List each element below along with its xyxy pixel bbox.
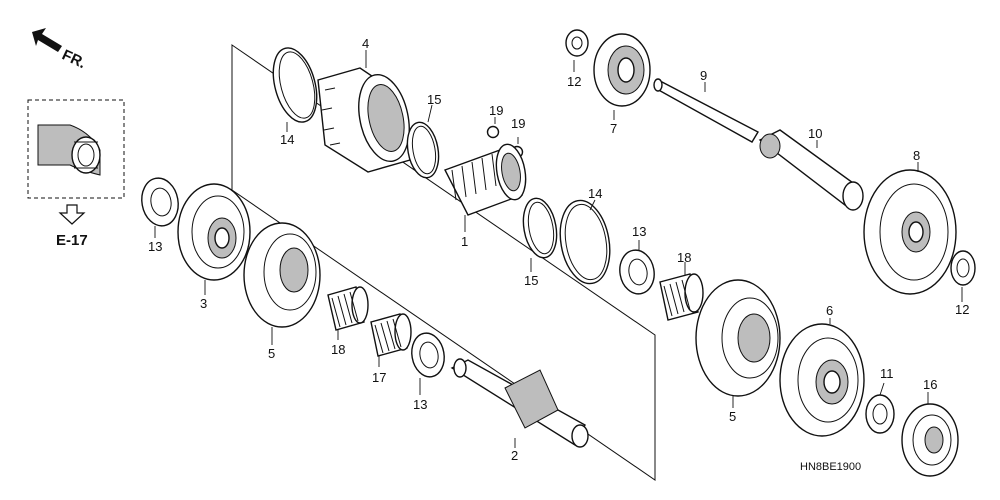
part-9-shaft <box>653 78 759 143</box>
callout-11: 11 <box>880 366 894 381</box>
part-19-ball-a <box>486 125 500 139</box>
callout-14-upper: 14 <box>280 132 294 147</box>
callout-18-left: 18 <box>331 342 345 357</box>
part-18-needle-bearing-left <box>327 286 369 331</box>
part-2-mainshaft <box>450 358 589 448</box>
callout-19-right: 19 <box>511 116 525 131</box>
callout-13-lower: 13 <box>413 397 427 412</box>
part-13-washer-mid <box>619 249 655 295</box>
part-15-clip-upper <box>406 121 440 179</box>
part-13-washer-left <box>141 177 179 227</box>
front-arrow-icon: FR. <box>32 28 88 72</box>
callout-9: 9 <box>700 68 707 83</box>
part-5-hub-right <box>695 279 781 397</box>
part-7-gear-small <box>593 33 651 107</box>
part-5-hub-left <box>243 222 321 328</box>
callout-5-left: 5 <box>268 346 275 361</box>
callout-2: 2 <box>511 448 518 463</box>
part-14-snap-ring-upper <box>272 47 318 123</box>
part-18-needle-bearing-right <box>659 273 704 321</box>
part-13-washer-lower <box>411 332 445 378</box>
part-12-washer-right <box>950 250 976 286</box>
callout-17: 17 <box>372 370 386 385</box>
callout-1: 1 <box>461 234 468 249</box>
part-11-washer <box>865 394 895 434</box>
part-4-gear-housing <box>317 67 411 173</box>
callout-7: 7 <box>610 121 617 136</box>
reference-arrow-icon <box>58 204 86 225</box>
callout-6: 6 <box>826 303 833 318</box>
callout-10: 10 <box>808 126 822 141</box>
part-17-needle-bearing <box>370 313 412 357</box>
part-1-cage <box>444 143 527 216</box>
leader-lines <box>154 50 963 448</box>
reference-inset <box>27 99 125 199</box>
part-14-snap-ring-lower <box>559 199 611 285</box>
callout-18-right: 18 <box>677 250 691 265</box>
part-3-gear-left <box>177 183 251 281</box>
callout-14-lower: 14 <box>588 186 602 201</box>
callout-12-top: 12 <box>567 74 581 89</box>
front-indicator-text: FR. <box>59 46 88 72</box>
callout-15-lower: 15 <box>524 273 538 288</box>
assembly-frame <box>231 44 656 481</box>
callout-13-mid: 13 <box>632 224 646 239</box>
callout-12-right: 12 <box>955 302 969 317</box>
part-6-gear-right <box>779 323 865 437</box>
callout-5-right: 5 <box>729 409 736 424</box>
callout-13-left: 13 <box>148 239 162 254</box>
part-16-ball-bearing <box>901 403 959 477</box>
callout-16: 16 <box>923 377 937 392</box>
part-15-clip-lower <box>522 197 558 259</box>
callout-3: 3 <box>200 296 207 311</box>
reference-label: E-17 <box>56 232 88 249</box>
part-12-washer-top <box>565 29 589 57</box>
part-10-countershaft <box>758 129 864 211</box>
diagram-code: HN8BE1900 <box>800 461 861 473</box>
callout-4: 4 <box>362 36 369 51</box>
callout-8: 8 <box>913 148 920 163</box>
part-8-gear-large <box>863 169 957 295</box>
callout-19-left: 19 <box>489 103 503 118</box>
callout-15-upper: 15 <box>427 92 441 107</box>
